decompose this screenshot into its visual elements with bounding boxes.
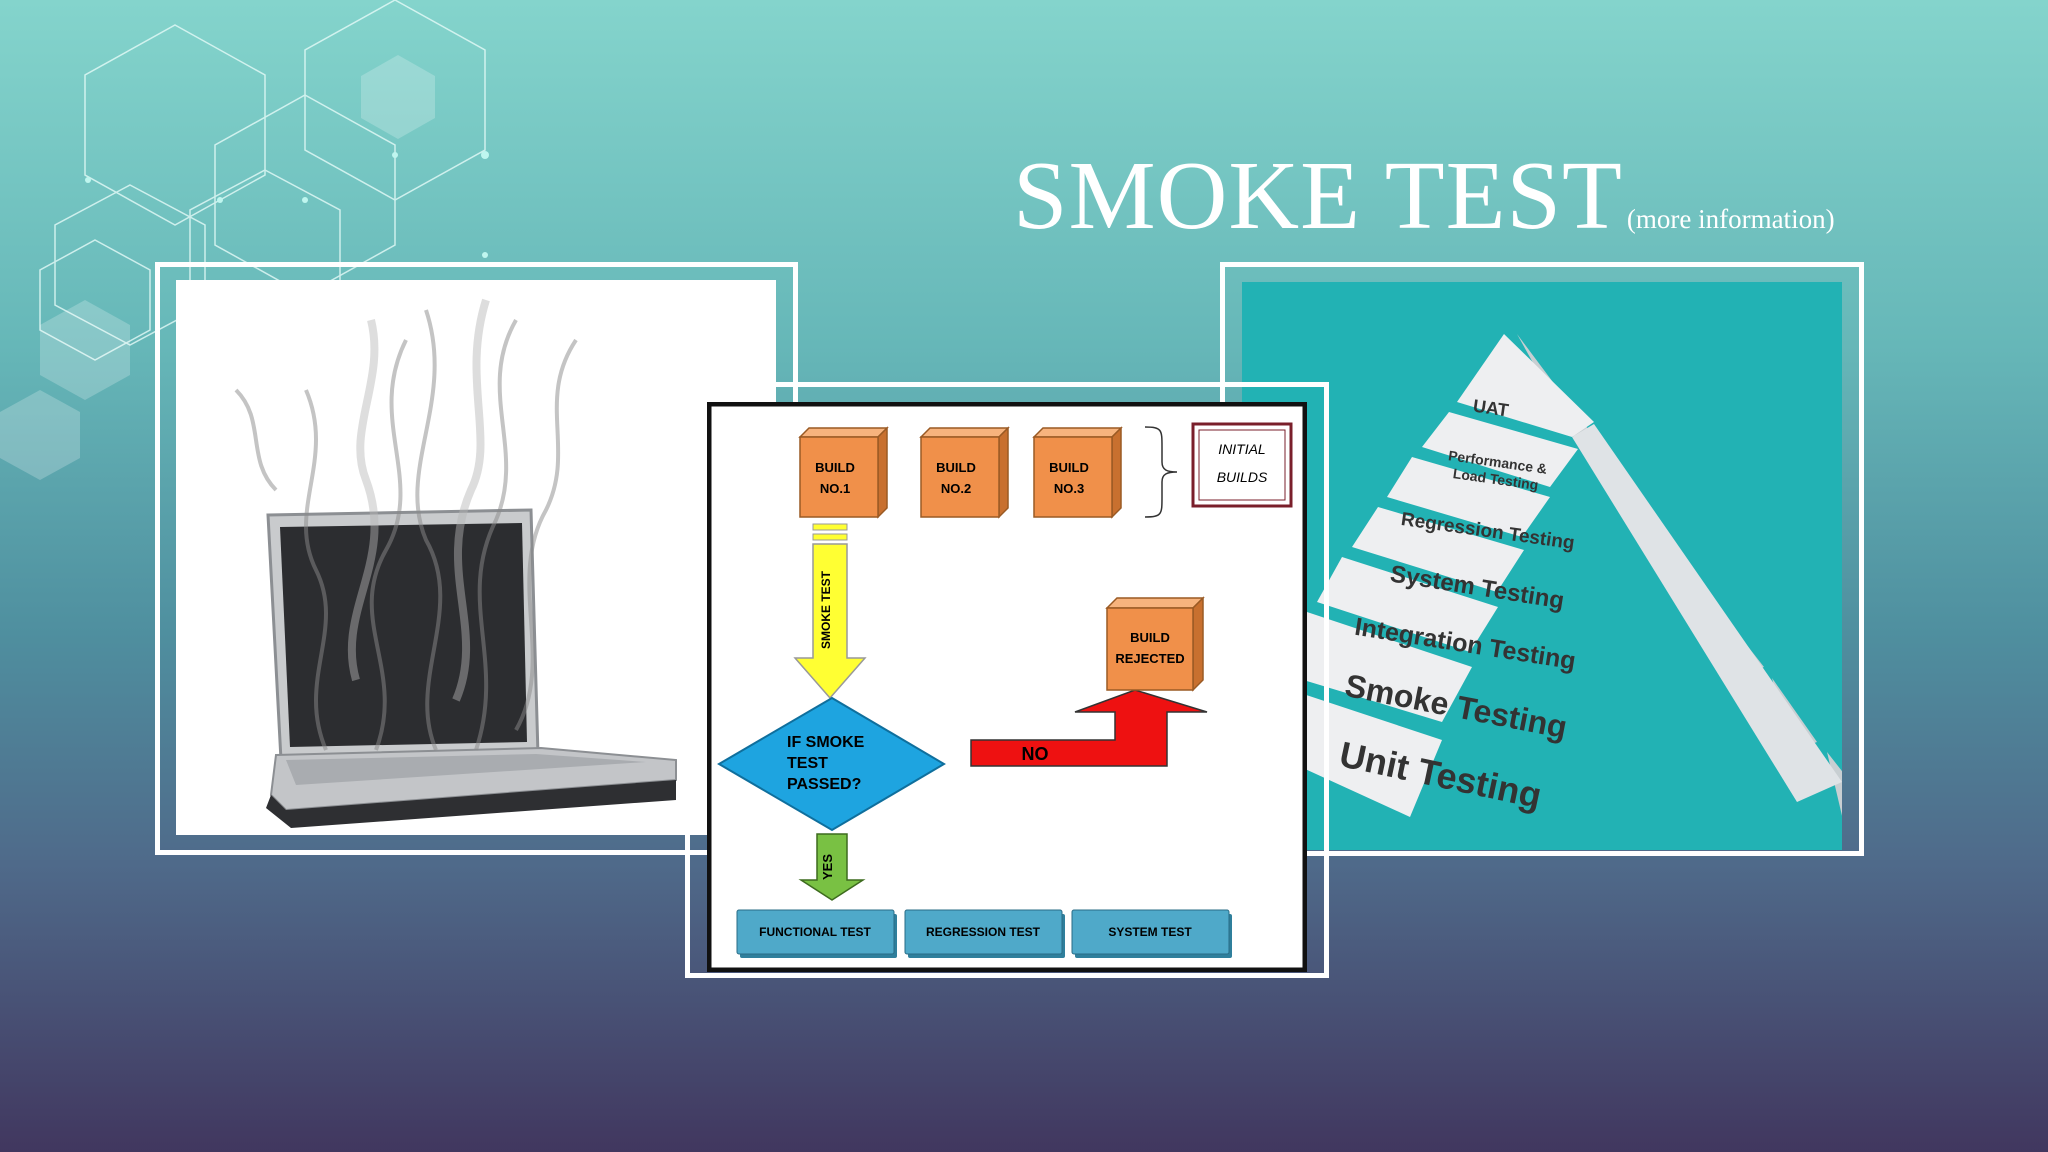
regression-test-box: REGRESSION TEST [904,909,1065,958]
hexagon-decoration [0,0,489,480]
svg-text:NO.3: NO.3 [1054,481,1084,496]
build-rejected-box: BUILD REJECTED [1105,596,1205,692]
svg-text:PASSED?: PASSED? [787,776,861,793]
slide-title-block: SMOKE TEST(more information) [1013,140,1835,252]
svg-text:YES: YES [820,854,835,880]
pyramid-level-uat: UAT [1472,396,1510,421]
no-arrow: NO [970,689,1208,767]
svg-text:BUILD: BUILD [1130,630,1170,645]
smoke-test-flowchart: BUILD NO.1 BUILD NO.2 BUILD NO.3 INITIAL… [707,402,1307,972]
build-box-1: BUILD NO.1 [798,426,889,519]
functional-test-box: FUNCTIONAL TEST [736,909,897,958]
svg-text:IF SMOKE: IF SMOKE [787,734,865,751]
svg-text:INITIAL: INITIAL [1218,441,1265,457]
flowchart-frame [685,382,1329,978]
build-box-3: BUILD NO.3 [1032,426,1123,519]
svg-text:TEST: TEST [787,755,828,772]
svg-text:REJECTED: REJECTED [1115,651,1184,666]
svg-text:REGRESSION TEST: REGRESSION TEST [926,925,1041,939]
svg-text:FUNCTIONAL TEST: FUNCTIONAL TEST [759,925,871,939]
build-box-2: BUILD NO.2 [919,426,1010,519]
initial-builds-box: INITIAL BUILDS [1191,422,1293,508]
svg-text:BUILDS: BUILDS [1217,469,1268,485]
svg-text:NO: NO [1022,744,1049,764]
testing-pyramid-image: UAT Performance & Load Testing Regressio… [1242,282,1842,850]
smoke-test-arrow: SMOKE TEST [793,523,867,700]
more-information-link[interactable]: (more information) [1626,204,1835,234]
svg-text:NO.2: NO.2 [941,481,971,496]
svg-text:SYSTEM TEST: SYSTEM TEST [1108,925,1192,939]
svg-text:NO.1: NO.1 [820,481,850,496]
svg-text:BUILD: BUILD [815,460,855,475]
yes-arrow: YES [798,833,866,901]
svg-text:BUILD: BUILD [1049,460,1089,475]
svg-text:SMOKE TEST: SMOKE TEST [819,570,833,649]
system-test-box: SYSTEM TEST [1071,909,1232,958]
brace-icon [1144,426,1178,518]
svg-text:BUILD: BUILD [936,460,976,475]
decision-diamond: IF SMOKE TEST PASSED? [717,696,946,832]
smoking-laptop-image [176,280,776,835]
slide-title: SMOKE TEST [1013,142,1623,250]
